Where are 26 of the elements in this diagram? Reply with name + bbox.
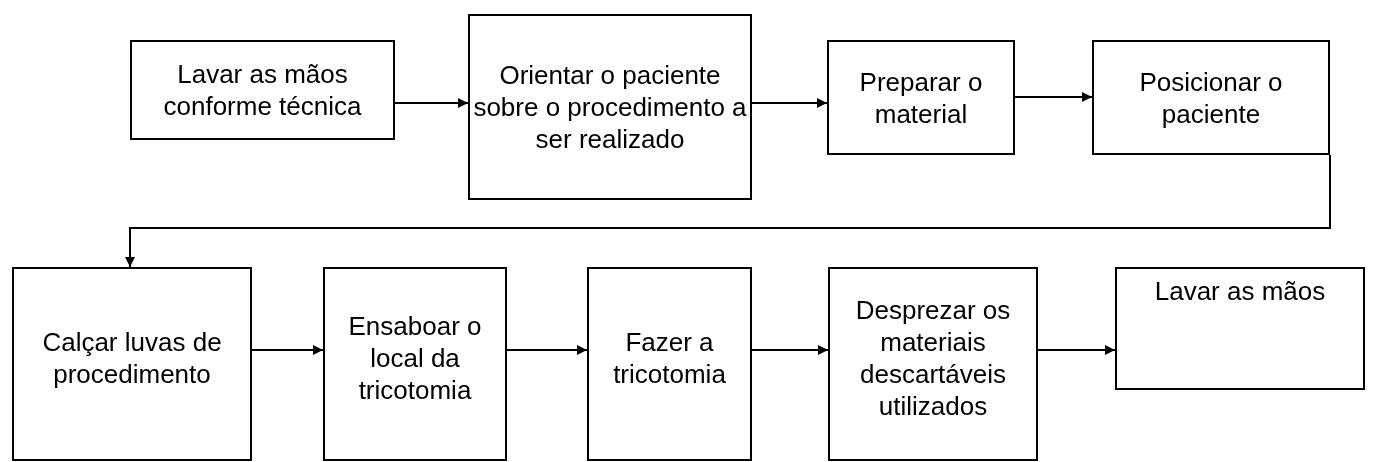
- process-box: [828, 267, 1038, 461]
- step-text: Fazer a tricotomia: [612, 326, 727, 390]
- arrow: [251, 345, 324, 355]
- arrow: [1037, 345, 1116, 355]
- step-text: Desprezar os materiais descartáveis utilizados: [854, 294, 1012, 422]
- arrow: [751, 98, 828, 108]
- process-box: [130, 40, 395, 140]
- process-box: [827, 40, 1015, 155]
- arrow: [506, 345, 588, 355]
- process-box: [1092, 40, 1330, 155]
- step-text: Ensaboar o local da tricotomia: [347, 310, 483, 406]
- step-text: Calçar luvas de procedimento: [41, 326, 223, 390]
- process-box: [1115, 267, 1365, 390]
- step-text: Lavar as mãos conforme técnica: [162, 58, 363, 122]
- step-text: Lavar as mãos: [1154, 275, 1326, 307]
- arrow: [1014, 92, 1093, 102]
- step-text: Orientar o paciente sobre o procedimento a ser realizado: [472, 59, 748, 155]
- arrow: [751, 345, 829, 355]
- process-box: [12, 267, 252, 461]
- process-box: [587, 267, 752, 461]
- process-box: [323, 267, 507, 461]
- process-box: [468, 14, 752, 200]
- step-text: Preparar o material: [858, 65, 984, 130]
- arrow: [394, 98, 469, 108]
- arrow: [125, 154, 1331, 268]
- step-text: Posicionar o paciente: [1138, 65, 1284, 130]
